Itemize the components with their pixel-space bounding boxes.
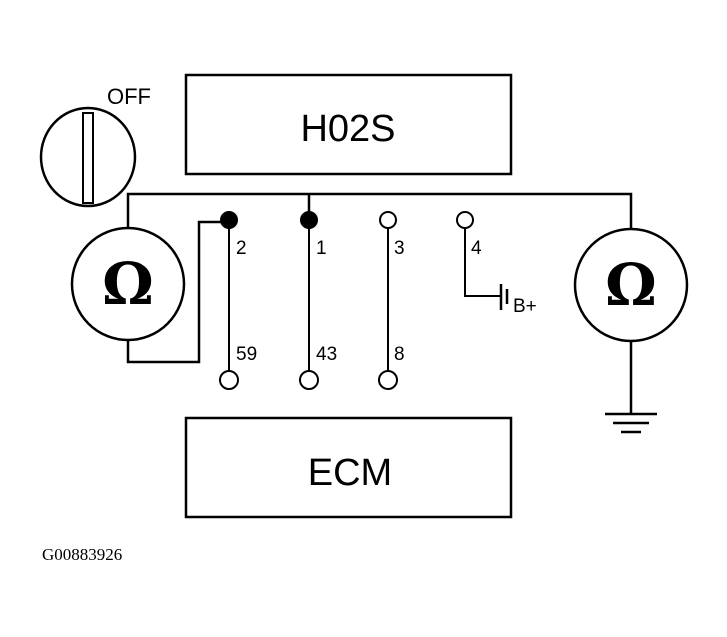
ohmmeter-left: Ω	[70, 226, 186, 342]
pin4-lead	[464, 228, 500, 297]
pin-59-label: 59	[236, 344, 257, 365]
ground-icon	[605, 412, 657, 434]
left-meter-lead	[126, 220, 228, 364]
top-wire	[126, 192, 633, 244]
ecm-label: ECM	[308, 452, 392, 494]
switch-off-label: OFF	[107, 84, 151, 109]
ecm-box	[184, 416, 513, 519]
pin-1-terminal	[300, 211, 318, 229]
pin-3-terminal	[379, 211, 397, 229]
pin-4-label: 4	[471, 238, 482, 259]
battery-label: B+	[513, 296, 537, 317]
pin-43-terminal	[299, 370, 319, 390]
pin-3-label: 3	[394, 238, 405, 259]
pin-8-label: 8	[394, 344, 405, 365]
ignition-switch	[39, 106, 137, 208]
ohm-symbol-left: Ω	[102, 250, 154, 318]
pin-2-label: 2	[236, 238, 247, 259]
pin-8-terminal	[378, 370, 398, 390]
pin-43-label: 43	[316, 344, 337, 365]
pin-1-label: 1	[316, 238, 327, 259]
pin-59-terminal	[219, 370, 239, 390]
h02s-label: H02S	[300, 108, 395, 150]
h02s-box	[184, 73, 513, 176]
ohmmeter-right: Ω	[573, 227, 689, 343]
pin-2-terminal	[220, 211, 238, 229]
figure-id: G00883926	[42, 545, 122, 564]
pin-4-terminal	[456, 211, 474, 229]
ohm-symbol-right: Ω	[605, 251, 657, 319]
